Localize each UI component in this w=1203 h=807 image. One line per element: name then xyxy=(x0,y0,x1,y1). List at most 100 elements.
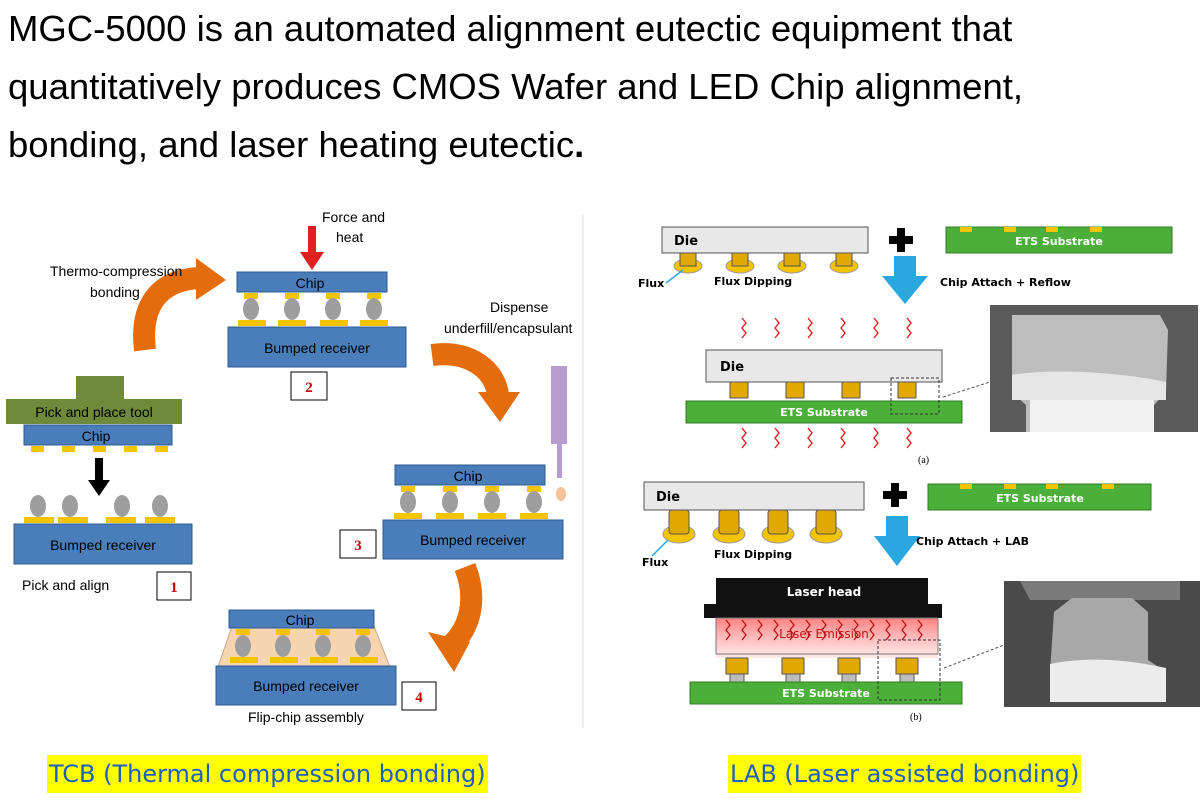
ets-label-b-top: ETS Substrate xyxy=(996,492,1084,505)
orange-arrow-3 xyxy=(440,562,483,657)
pad xyxy=(230,657,258,663)
pad xyxy=(960,484,972,489)
die-label-a: Die xyxy=(720,360,744,375)
bump xyxy=(729,381,749,399)
step-box-1 xyxy=(156,571,192,601)
die-label-a-top: Die xyxy=(674,234,698,249)
pad xyxy=(145,517,175,523)
bump xyxy=(235,635,251,657)
flux-dipping-label-b: Flux Dipping xyxy=(714,548,792,561)
bump xyxy=(835,252,853,267)
force-label-1: Force and xyxy=(322,209,385,225)
sem-pad-a xyxy=(1030,400,1154,432)
chip-label-step3: Chip xyxy=(454,468,483,484)
laser-emission-label: Laser Emission xyxy=(779,627,869,641)
sem-joint-a xyxy=(1012,371,1166,400)
pad xyxy=(320,320,348,326)
pad xyxy=(1046,484,1058,489)
ets-b xyxy=(689,681,963,705)
pad xyxy=(1090,227,1102,232)
tool-head xyxy=(76,376,124,399)
bump xyxy=(718,509,740,535)
tool-label: Pick and place tool xyxy=(35,404,153,420)
bump xyxy=(114,495,130,517)
dispense-label-1: Dispense xyxy=(490,299,549,315)
pick-place-tool xyxy=(6,399,182,424)
pad xyxy=(106,517,136,523)
bump xyxy=(783,252,801,267)
bump xyxy=(785,381,805,399)
bump xyxy=(837,657,861,675)
chip-step4 xyxy=(228,609,375,629)
chip-step1 xyxy=(23,424,173,446)
bump xyxy=(355,635,371,657)
pick-align-label: Pick and align xyxy=(22,577,109,593)
pad xyxy=(443,486,457,492)
pad xyxy=(62,446,75,452)
thermo-label-1: Thermo-compression xyxy=(50,263,182,279)
bump xyxy=(275,635,291,657)
bump xyxy=(366,298,382,320)
ets-a xyxy=(685,400,963,424)
force-label-2: heat xyxy=(336,229,363,245)
force-arrowhead xyxy=(300,252,324,270)
pad xyxy=(310,657,338,663)
receiver-label-step2: Bumped receiver xyxy=(264,340,370,356)
lab-attach-label: Chip Attach + LAB xyxy=(916,535,1029,548)
dispense-label-2: underfill/encapsulant xyxy=(444,320,573,336)
bump xyxy=(841,381,861,399)
heading-line-3: bonding, and laser heating eutectic. xyxy=(8,116,1198,174)
bump xyxy=(767,509,789,535)
blue-arrow-head-b xyxy=(874,536,920,566)
pad xyxy=(124,446,137,452)
receiver-label-step4: Bumped receiver xyxy=(253,678,359,694)
pad xyxy=(960,227,972,232)
tcb-panel: Pick and place tool Chip Bumped receiver… xyxy=(6,209,573,725)
laser-head-label: Laser head xyxy=(787,585,862,599)
pad xyxy=(401,486,415,492)
bump-joint xyxy=(729,673,745,683)
dispense-needle-tip xyxy=(557,444,562,478)
ets-label-b: ETS Substrate xyxy=(782,687,870,700)
zoom-box-b xyxy=(877,639,941,701)
step-box-3 xyxy=(339,529,377,559)
pad xyxy=(93,446,106,452)
ets-label-a: ETS Substrate xyxy=(780,406,868,419)
pad xyxy=(24,517,54,523)
die-b-top xyxy=(643,481,865,511)
thermo-label-2: bonding xyxy=(90,284,140,300)
pad xyxy=(356,629,370,635)
receiver-label-step3: Bumped receiver xyxy=(420,532,526,548)
chip-step3 xyxy=(394,464,546,486)
blue-arrow-shaft-a xyxy=(894,256,916,278)
pad xyxy=(520,513,548,519)
bump-joint xyxy=(841,673,857,683)
pad xyxy=(238,320,266,326)
blue-arrow-shaft-b xyxy=(886,516,908,538)
step-box-2 xyxy=(290,371,328,401)
step-number-3: 3 xyxy=(354,538,362,554)
bump xyxy=(731,252,749,267)
receiver-step2 xyxy=(227,326,407,368)
heat-arrows-top-a xyxy=(741,317,912,339)
pad xyxy=(1004,484,1016,489)
zoom-pointer-a xyxy=(942,381,991,398)
ets-label-a-top: ETS Substrate xyxy=(1015,235,1103,248)
flux-pointer-b xyxy=(651,539,669,557)
pad xyxy=(394,513,422,519)
pad xyxy=(244,293,258,299)
flux-pointer xyxy=(665,269,684,284)
zoom-pointer-b xyxy=(943,644,1005,669)
bump xyxy=(725,657,749,675)
die-a-top xyxy=(661,226,869,254)
blue-arrow-head-a xyxy=(882,276,928,304)
pad xyxy=(31,446,44,452)
die-label-b-top: Die xyxy=(656,490,680,505)
bump xyxy=(668,509,690,535)
pad xyxy=(478,513,506,519)
underfill-drop xyxy=(556,487,566,501)
bump-joint xyxy=(899,673,915,683)
pad xyxy=(436,513,464,519)
tcb-caption: TCB (Thermal compression bonding) xyxy=(47,755,488,793)
pad xyxy=(350,657,378,663)
